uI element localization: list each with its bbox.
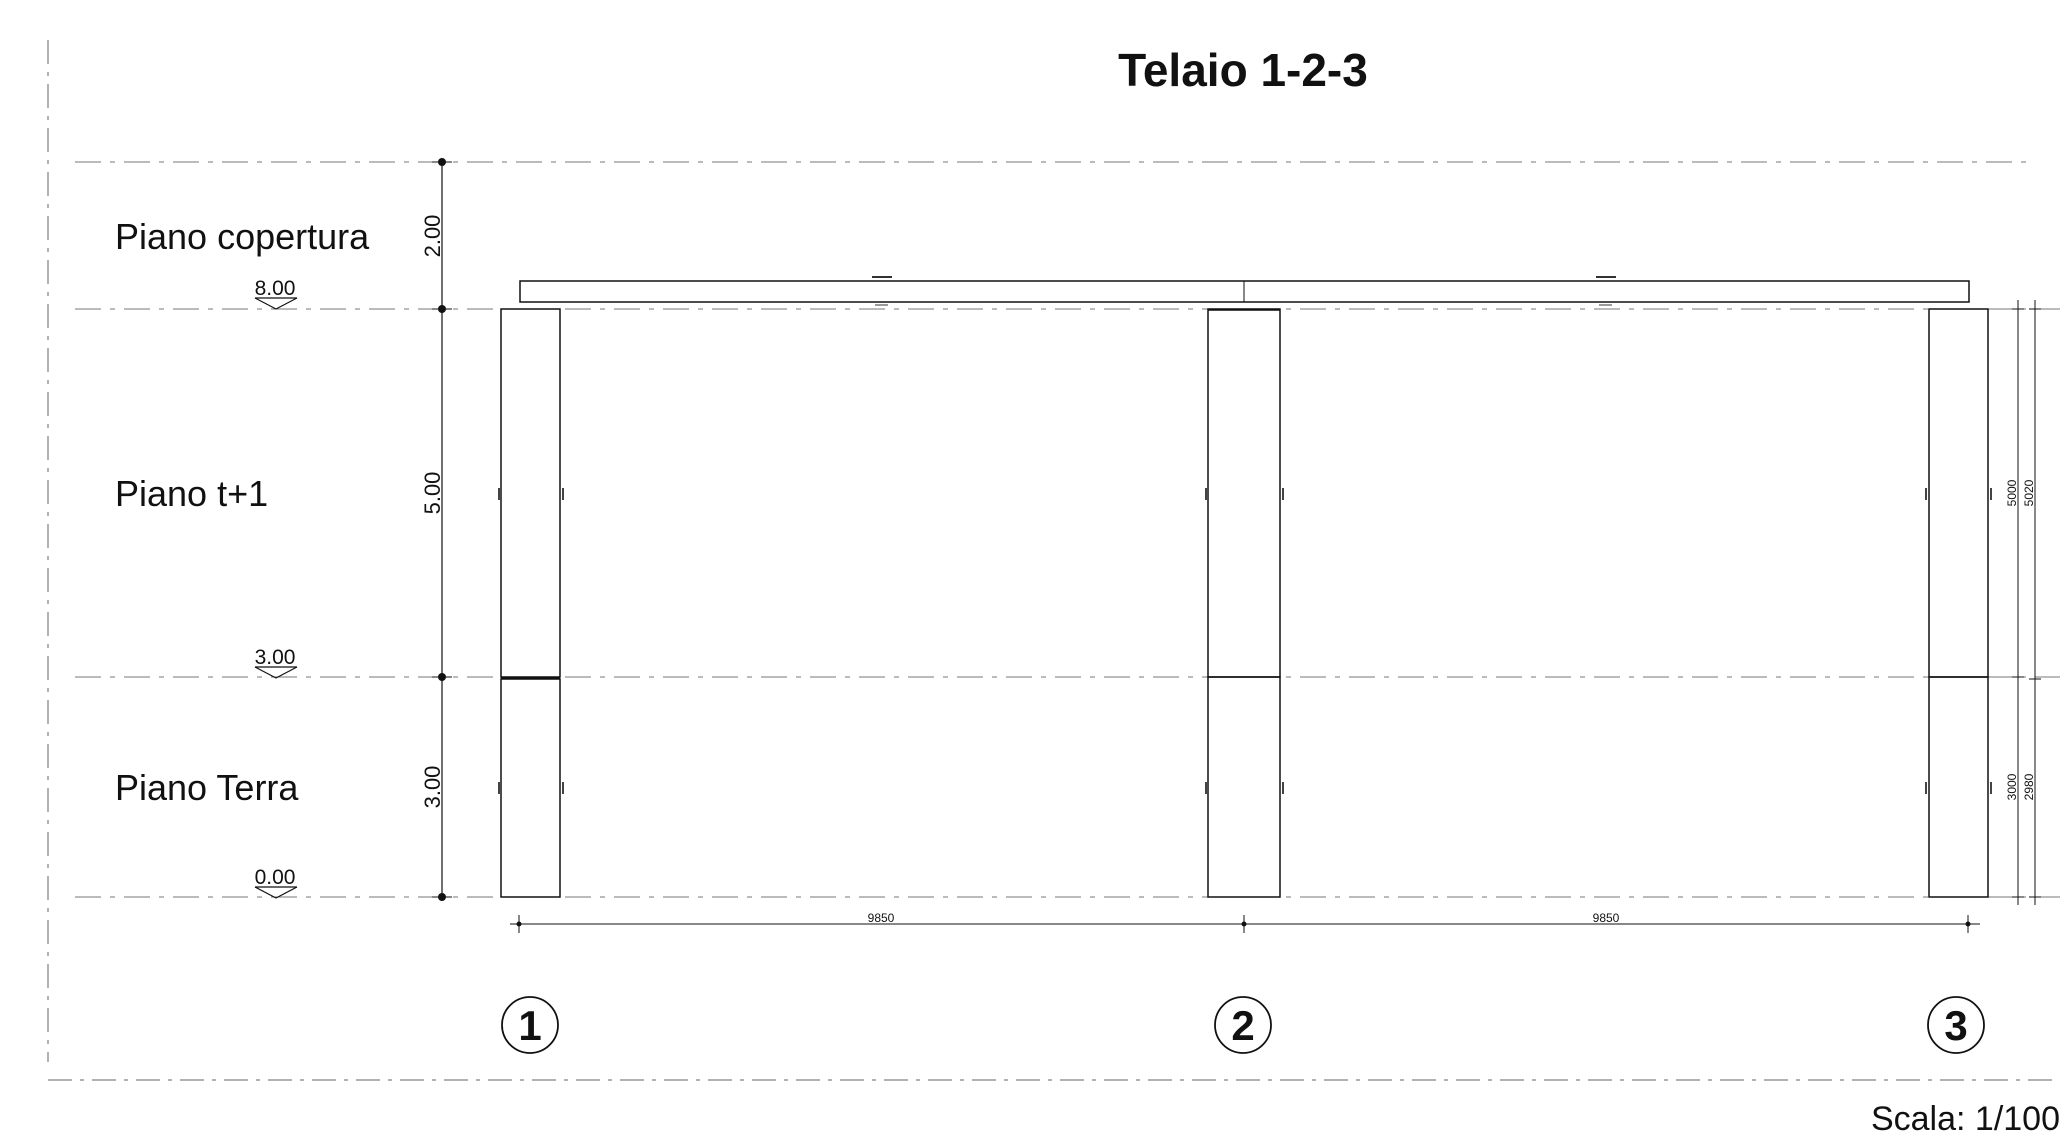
roof-beam	[519, 276, 1970, 306]
axis-label: 2	[1231, 1002, 1254, 1049]
span-dimension-1-2: 9850	[868, 911, 895, 925]
elevation-value: 8.00	[255, 277, 296, 300]
span-dimension-line	[510, 915, 1980, 933]
floor-label-terra: Piano Terra	[115, 767, 299, 808]
elevation-marker-copertura: 8.00	[255, 277, 298, 310]
column-axis-2	[1205, 308, 1284, 898]
axis-bubble-2: 2	[1214, 996, 1272, 1054]
drawing-title: Telaio 1-2-3	[1118, 44, 1368, 96]
elevation-marker-t1: 3.00	[255, 646, 298, 679]
elevation-marker-terra: 0.00	[255, 866, 298, 899]
column-axis-1	[498, 308, 564, 898]
dimension-height-top: 2.00	[420, 215, 445, 258]
right-dimension-lines	[2012, 300, 2041, 905]
floor-label-copertura: Piano copertura	[115, 216, 370, 257]
dimension-height-bottom: 3.00	[420, 766, 445, 809]
scale-label: Scala: 1/100	[1871, 1100, 2060, 1138]
dimension-right-lower-outer: 2980	[2022, 773, 2036, 800]
floor-label-t1: Piano t+1	[115, 473, 268, 514]
elevation-value: 0.00	[255, 866, 296, 889]
column-axis-3	[1925, 308, 1992, 898]
dimension-right-lower-inner: 3000	[2005, 773, 2019, 800]
dimension-right-upper-inner: 5000	[2005, 479, 2019, 506]
vertical-dimension-chain	[432, 158, 452, 901]
axis-label: 3	[1944, 1002, 1967, 1049]
axis-bubble-3: 3	[1927, 996, 1985, 1054]
span-dimension-2-3: 9850	[1593, 911, 1620, 925]
dimension-right-upper-outer: 5020	[2022, 479, 2036, 506]
axis-bubble-1: 1	[501, 996, 559, 1054]
dimension-height-middle: 5.00	[420, 472, 445, 515]
elevation-value: 3.00	[255, 646, 296, 669]
axis-label: 1	[518, 1002, 541, 1049]
